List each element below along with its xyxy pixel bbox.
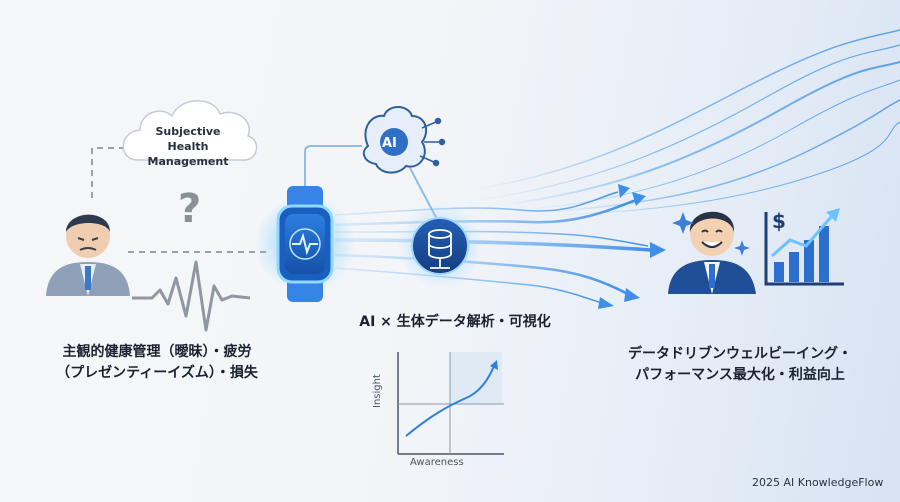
ai-label: AI	[382, 136, 397, 151]
cloud-label-line2: Health Management	[147, 140, 229, 168]
tired-person-icon	[46, 214, 130, 296]
cloud-label: Subjective Health Management	[128, 124, 248, 169]
left-caption: 主観的健康管理（曖昧）・疲労 （プレゼンティーイズム）・損失	[52, 342, 262, 384]
mini-chart-y-label: Insight	[372, 374, 383, 408]
stress-waveform	[132, 260, 251, 332]
happy-person-icon	[668, 211, 756, 294]
insight-awareness-chart	[397, 352, 504, 455]
background-waves	[469, 29, 900, 216]
right-caption: データドリブンウェルビーイング・ パフォーマンス最大化・利益向上	[610, 344, 870, 386]
left-caption-line1: 主観的健康管理（曖昧）・疲労	[62, 344, 252, 360]
growth-chart-icon	[764, 208, 844, 286]
mini-chart-x-label: Awareness	[410, 457, 464, 468]
credit-text: 2025 AI KnowledgeFlow	[752, 476, 884, 489]
right-caption-line2: パフォーマンス最大化・利益向上	[635, 367, 845, 383]
thought-cloud	[122, 100, 258, 161]
flow-arrowheads	[598, 184, 666, 309]
ai-brain-icon	[362, 106, 446, 174]
smartwatch-icon	[255, 186, 355, 302]
database-icon	[398, 204, 482, 288]
dashed-connectors	[91, 147, 268, 253]
right-caption-line1: データドリブンウェルビーイング・	[628, 346, 852, 362]
data-flow-lines	[334, 191, 653, 305]
cloud-label-line1: Subjective	[155, 125, 221, 138]
left-caption-line2: （プレゼンティーイズム）・損失	[56, 365, 258, 381]
dollar-sign-icon: $	[772, 209, 786, 233]
center-caption: AI × 生体データ解析・可視化	[359, 314, 551, 330]
question-mark: ?	[178, 186, 201, 232]
